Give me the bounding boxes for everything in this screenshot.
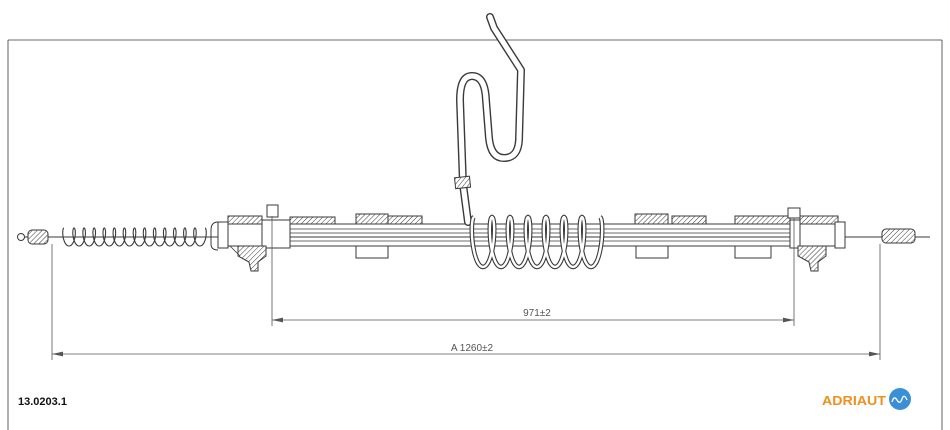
right-fitting-body	[799, 223, 836, 247]
arrowhead-right	[869, 351, 880, 357]
cable-assembly	[17, 13, 930, 272]
left-fitting-cap	[217, 221, 229, 249]
sleeve-hatched	[289, 216, 336, 225]
arrowhead-left	[272, 317, 283, 323]
hook-wire-core	[457, 14, 524, 225]
right-end-fitting	[881, 228, 916, 244]
hook-wire-outline	[456, 13, 525, 226]
logo-badge-icon	[889, 388, 911, 410]
right-fitting-cap	[834, 221, 846, 249]
arrowhead-right	[783, 317, 794, 323]
dimension-label-inner: 971±2	[523, 308, 551, 319]
right-fitting-nut	[787, 207, 801, 219]
lever-hook-wire	[453, 13, 525, 226]
left-end-fitting	[17, 229, 49, 245]
dimension-overall-length: A 1260±2	[51, 244, 881, 360]
drawing-frame	[7, 39, 943, 430]
tension-spring	[469, 214, 605, 270]
left-fitting-body	[227, 223, 263, 247]
left-fitting-sleeve	[261, 219, 291, 249]
adriauto-logo: ADRIAUT	[822, 388, 911, 410]
sleeve-hatched	[634, 213, 669, 225]
right-end-nipple	[881, 228, 916, 244]
left-sheath-fitting	[210, 204, 291, 272]
part-number: 13.0203.1	[18, 396, 67, 408]
left-fitting-nut	[266, 204, 279, 218]
logo-wordmark: ADRIAUT	[822, 393, 886, 408]
left-fitting-bracket-edge	[229, 245, 241, 257]
sleeve-hatched	[734, 215, 791, 225]
left-fitting-clip	[210, 221, 219, 251]
sleeve-clamp	[635, 245, 669, 259]
left-fitting-bracket	[237, 245, 267, 272]
right-sheath-fitting	[787, 207, 846, 272]
right-fitting-bracket	[797, 245, 827, 272]
sleeve-hatched	[355, 213, 389, 225]
tension-spring-core	[470, 215, 604, 269]
sheath-sleeves	[289, 213, 791, 259]
dimension-label-overall: A 1260±2	[451, 343, 494, 354]
right-fitting-hatched-collar	[799, 215, 839, 225]
sleeve-clamp	[734, 245, 772, 259]
hook-wire-clip	[453, 175, 472, 190]
sleeve-hatched	[671, 215, 707, 225]
left-return-spring	[62, 227, 207, 247]
left-fitting-hatched-collar	[227, 215, 263, 225]
dimension-inner-length: 971±2	[271, 216, 795, 326]
arrowhead-left	[52, 351, 63, 357]
sleeve-clamp	[355, 245, 389, 259]
right-fitting-sleeve	[789, 219, 801, 249]
left-end-eye	[17, 233, 25, 241]
logo-badge-script-icon	[891, 395, 908, 403]
left-end-nipple	[27, 229, 49, 245]
sleeve-hatched	[387, 215, 423, 225]
